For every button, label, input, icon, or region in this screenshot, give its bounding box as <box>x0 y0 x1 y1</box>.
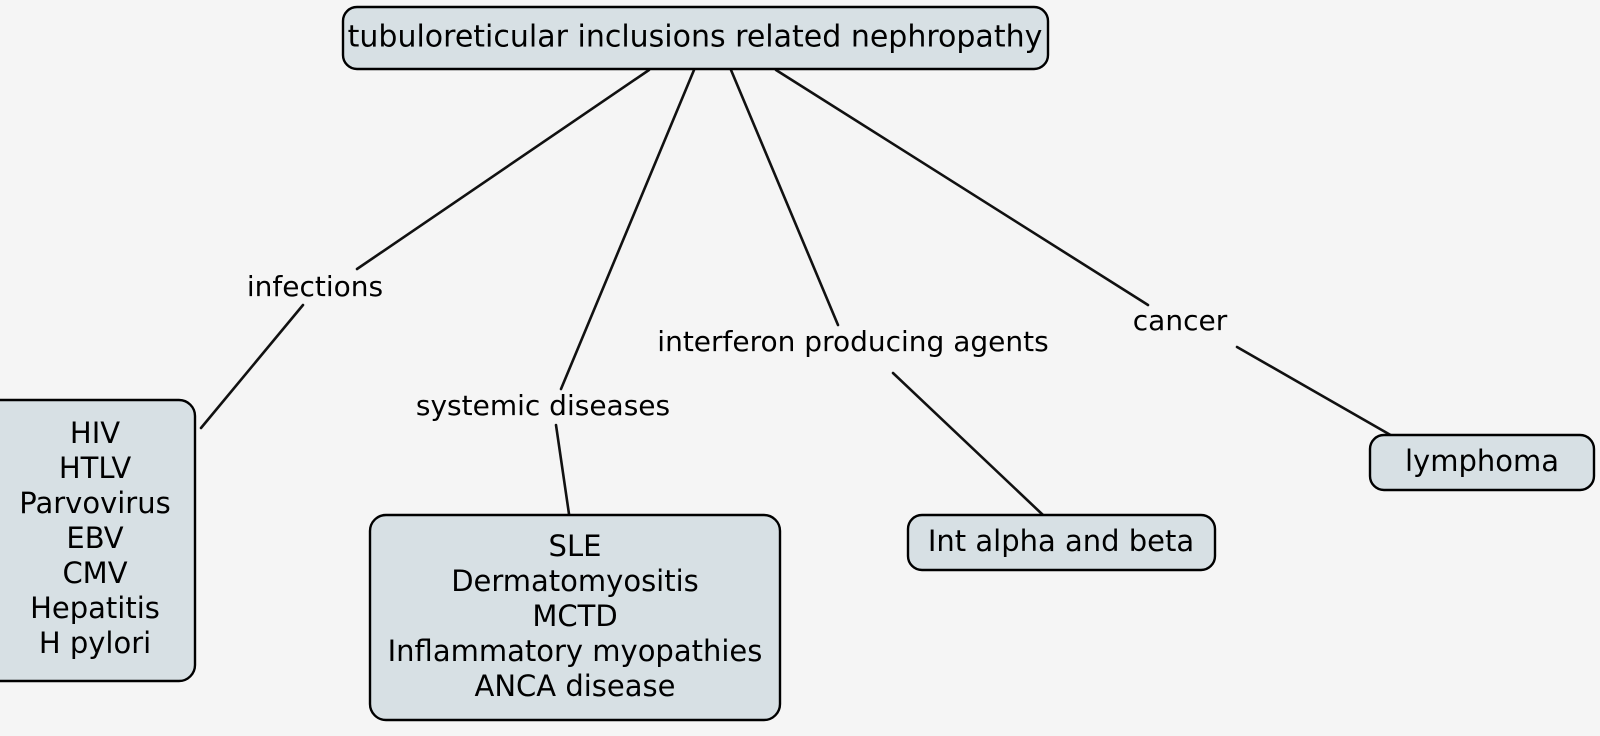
node-root-box[interactable] <box>341 5 1050 71</box>
node-infections-line-hiv: HIV <box>70 416 120 450</box>
node-systemic-diseases-line-inflammatory-myopathies: Inflammatory myopathies <box>388 634 763 668</box>
node-cancer-lymphoma[interactable]: lymphoma <box>1368 433 1596 492</box>
node-infections-line-ebv: EBV <box>66 521 123 555</box>
node-infections-line-parvovirus: Parvovirus <box>19 486 170 520</box>
node-infections-line-htlv: HTLV <box>59 451 131 485</box>
node-infections-line-hepatitis: Hepatitis <box>30 591 160 625</box>
node-root-label: tubuloreticular inclusions related nephr… <box>348 20 1043 55</box>
edge-line-interferon-producing-agents <box>729 68 840 327</box>
node-interferon-producing-agents-label: Int alpha and beta <box>928 524 1194 558</box>
edge-line-systemic-diseases-lower <box>554 423 571 516</box>
edge-line-infections <box>355 68 651 271</box>
edge-line-cancer-lower <box>1235 345 1396 439</box>
node-cancer-lymphoma-label: lymphoma <box>1405 444 1559 478</box>
node-infections-line-cmv: CMV <box>62 556 127 590</box>
edge-line-systemic-diseases <box>559 68 696 391</box>
node-systemic-diseases-line-mctd: MCTD <box>532 599 617 633</box>
edge-line-cancer <box>774 68 1150 307</box>
edge-line-interferon-producing-agents-lower <box>891 371 1045 517</box>
edge-group <box>199 68 1396 517</box>
node-interferon-producing-agents[interactable]: Int alpha and beta <box>906 513 1217 572</box>
node-systemic-diseases-line-sle: SLE <box>549 529 602 563</box>
edge-label-group: infections systemic diseases interferon … <box>247 270 1228 422</box>
node-interferon-producing-agents-box[interactable] <box>906 513 1217 572</box>
node-cancer-lymphoma-box[interactable] <box>1368 433 1596 492</box>
node-systemic-diseases-line-anca-disease: ANCA disease <box>475 669 676 703</box>
edge-line-infections-lower <box>199 303 305 430</box>
edge-label-infections: infections <box>247 270 383 303</box>
edge-label-cancer: cancer <box>1133 304 1228 337</box>
node-infections[interactable]: HIV HTLV Parvovirus EBV CMV Hepatitis H … <box>0 398 197 683</box>
edge-label-systemic-diseases: systemic diseases <box>416 389 670 422</box>
node-root[interactable]: tubuloreticular inclusions related nephr… <box>341 5 1050 71</box>
node-systemic-diseases-box[interactable] <box>368 513 782 722</box>
node-infections-box[interactable] <box>0 398 197 683</box>
node-systemic-diseases[interactable]: SLE Dermatomyositis MCTD Inflammatory my… <box>368 513 782 722</box>
node-infections-line-h-pylori: H pylori <box>39 626 151 660</box>
node-systemic-diseases-line-dermatomyositis: Dermatomyositis <box>451 564 699 598</box>
edge-label-interferon-producing-agents: interferon producing agents <box>657 325 1048 358</box>
